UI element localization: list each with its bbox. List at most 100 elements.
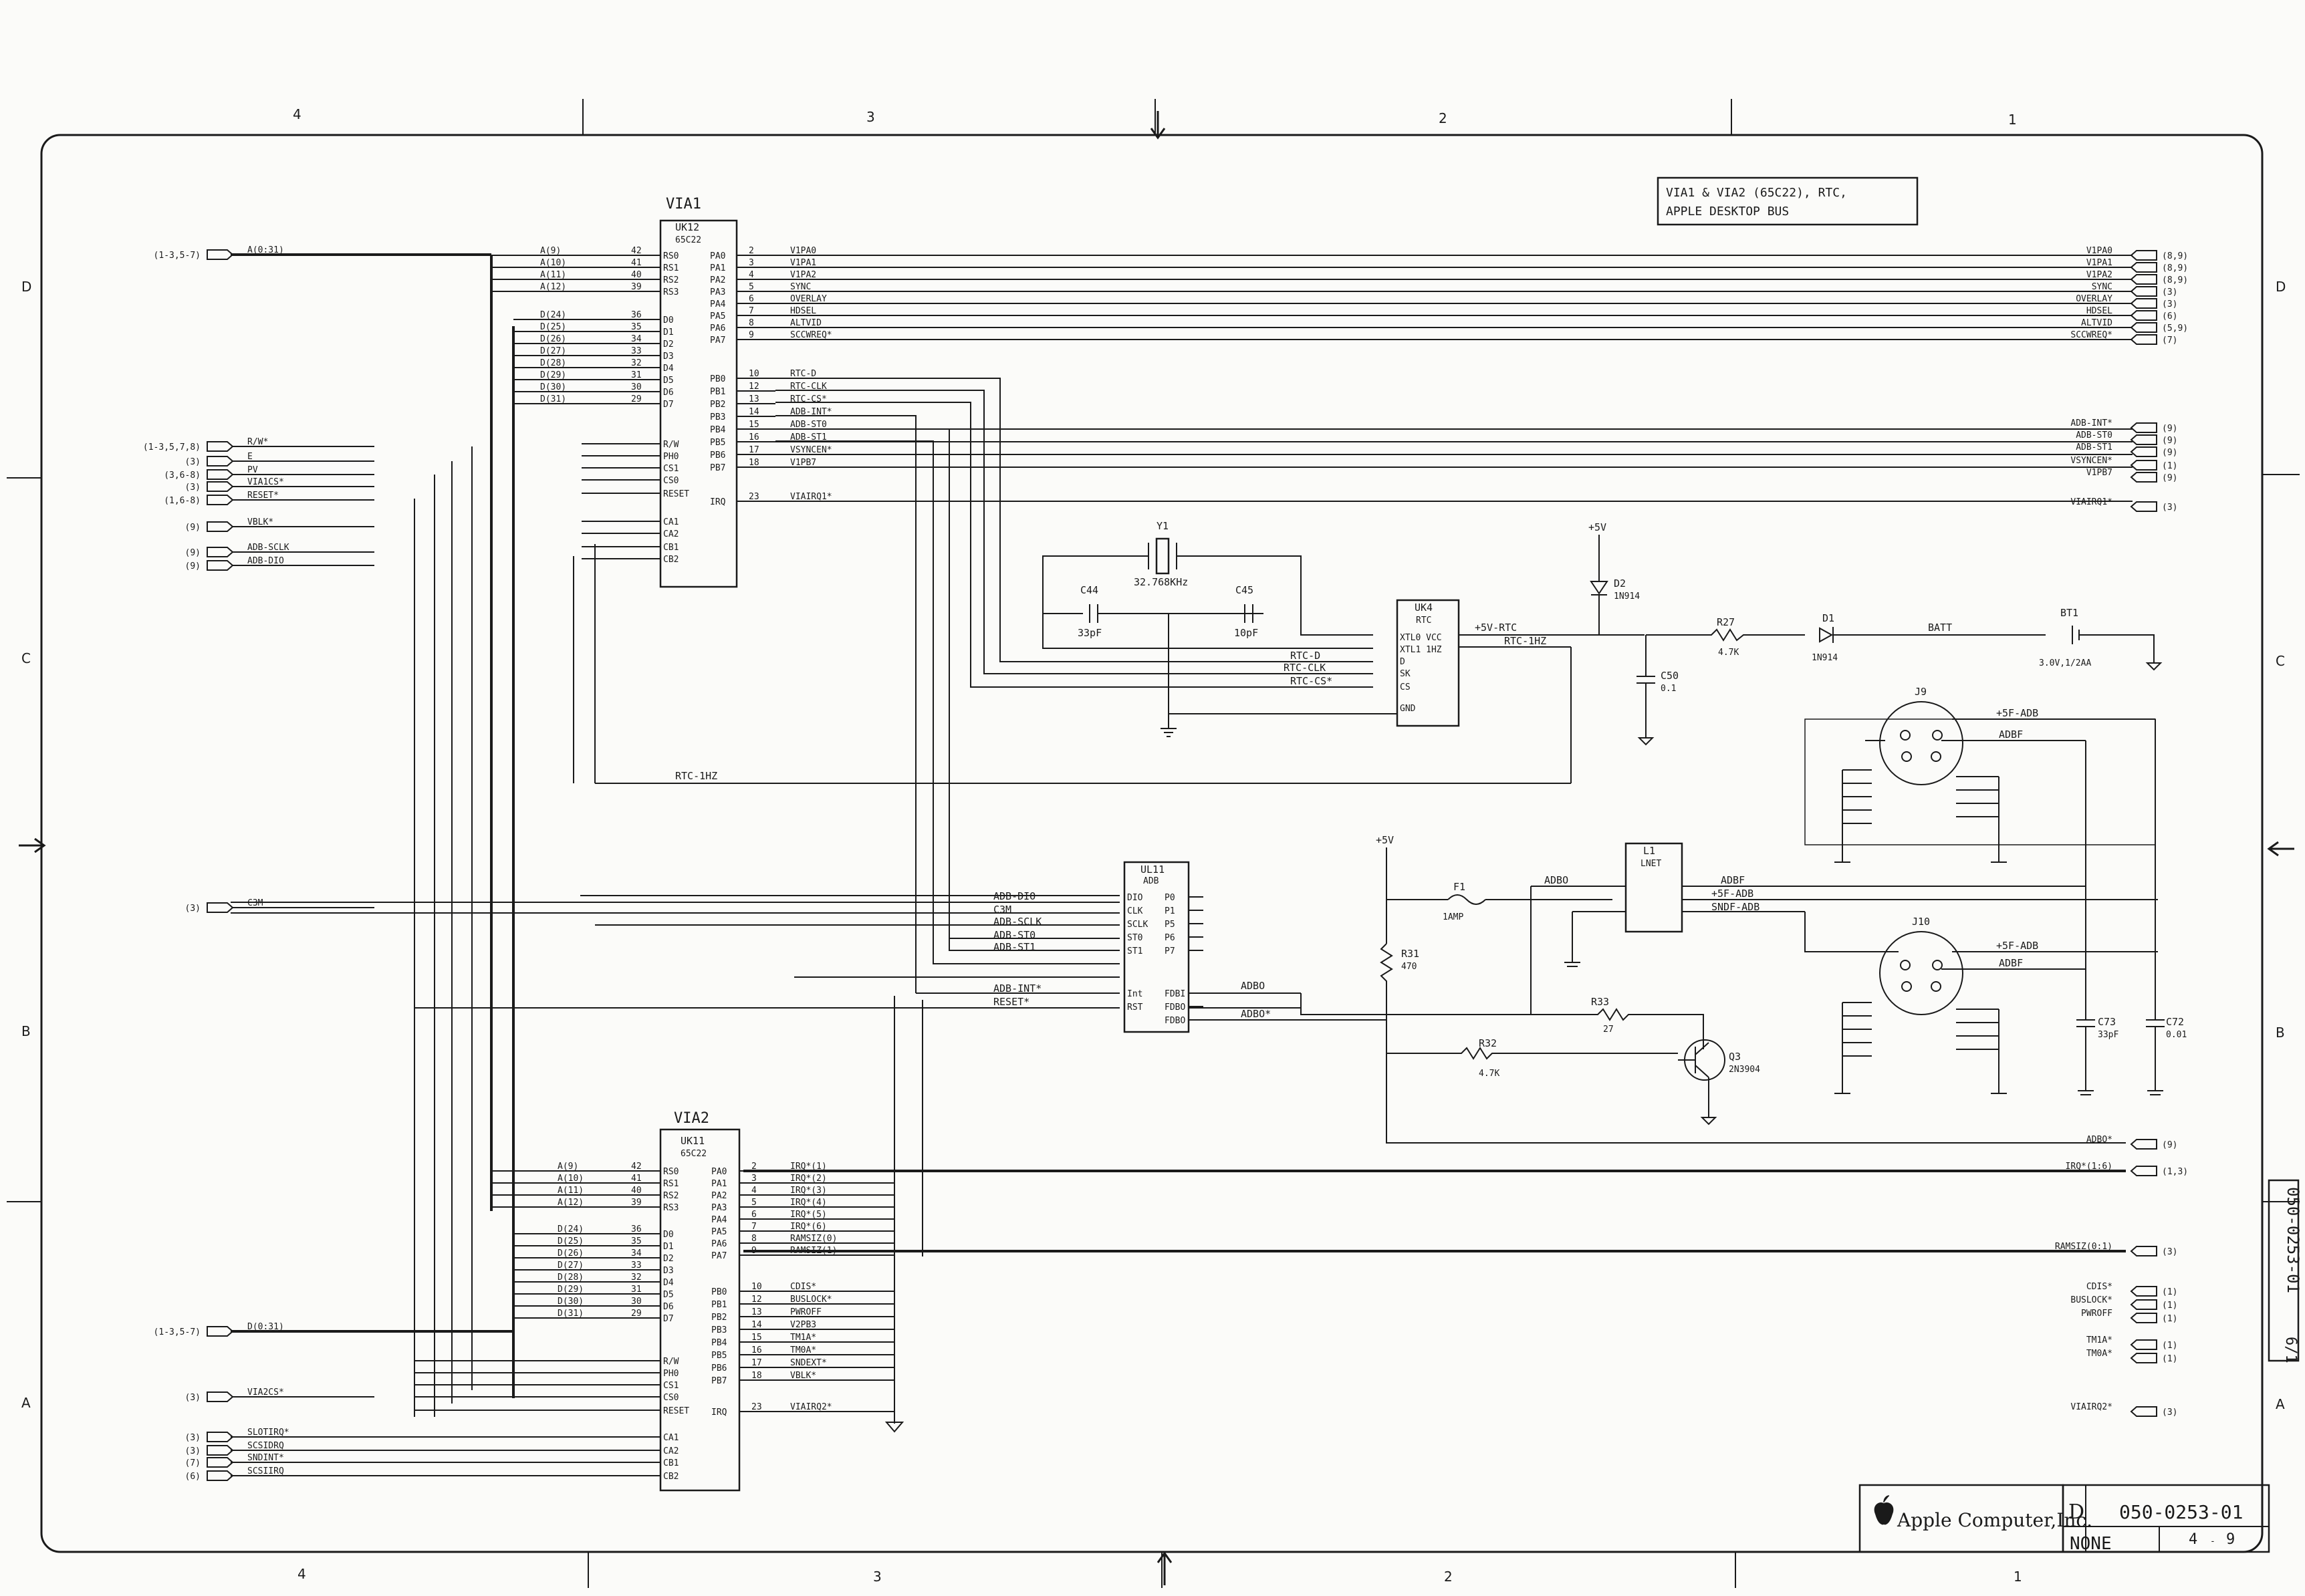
via1-right-net: VSYNCEN* (790, 445, 832, 455)
via2-right-net: SNDEXT* (790, 1358, 827, 1368)
via1-rpinnum: 3 (749, 258, 754, 268)
offpage-left-flag (207, 1326, 234, 1337)
offpage-right-flag (2130, 422, 2157, 433)
offpage-left-ref: (3,6-8) (164, 471, 201, 481)
via1-rpinnum: 12 (749, 382, 759, 392)
l1-value: LNET (1641, 859, 1661, 869)
zone-labels: 4 3 2 1 4 3 2 1 D C B A D C B A (21, 106, 2286, 1585)
via2-ctrl-reset: RESET (663, 1406, 689, 1416)
via2-right-net: IRQ*(2) (790, 1174, 827, 1184)
via2-ctrl-ph0: PH0 (663, 1369, 679, 1379)
via1-pin-rs0: RS0 (663, 251, 679, 261)
offpage-right-ref: (3) (2162, 299, 2177, 309)
net-5f-adb: +5F-ADB (1711, 888, 1753, 900)
offpage-right-flag (2130, 250, 2157, 261)
offpage-right-flag (2130, 1313, 2157, 1323)
bus-wiring (231, 253, 2126, 1433)
via2-pin-pb2: PB2 (711, 1313, 727, 1323)
via2-rpinnum: 7 (751, 1222, 757, 1232)
y1-value: 32.768KHz (1134, 576, 1188, 588)
r33-ref: R33 (1591, 996, 1609, 1008)
offpage-left-net: PV (247, 465, 258, 475)
via2-pin-d1: D1 (663, 1242, 674, 1252)
j9-net-adbf: ADBF (1999, 728, 2023, 741)
via1-right-net: ADB-ST0 (790, 420, 827, 430)
ul11-pin-st0: ST0 (1127, 933, 1142, 943)
ul11-adb-body (1123, 861, 1190, 1033)
via2-ctrl-cs1: CS1 (663, 1381, 679, 1391)
via1-left-pins: RS042A(9)RS141A(10)RS240A(11)RS339A(12)D… (491, 246, 689, 565)
offpage-left-flag (207, 481, 234, 492)
ul11-pin-sclk: SCLK (1127, 920, 1148, 930)
via2-ref: UK11 (681, 1135, 705, 1147)
net-sndf-adb: SNDF-ADB (1711, 901, 1760, 913)
zone-top-2: 2 (1439, 110, 1447, 126)
offpage-right-net: VIAIRQ2* (2070, 1402, 2112, 1412)
zone-right-b: B (2276, 1025, 2285, 1041)
via1-right-net: VIAIRQ1* (790, 492, 832, 502)
via1-ctrl-cb1: CB1 (663, 543, 679, 553)
c72-ref: C72 (2166, 1016, 2184, 1028)
via1-right-net: ADB-INT* (790, 407, 832, 417)
adb-connectors: J9 +5F-ADB ADBF J10 +5F-ADB ADB (1804, 686, 2187, 1095)
offpage-left-ref: (3) (185, 483, 201, 493)
via1-pinnum: 34 (631, 334, 642, 344)
via2-rpinnum: 6 (751, 1210, 757, 1220)
via2-pin-d0: D0 (663, 1230, 674, 1240)
via2-left-net: D(30) (558, 1297, 584, 1307)
offpage-left-net: SCSIIRQ (247, 1466, 284, 1476)
zone-left-b: B (21, 1023, 31, 1039)
via2-right-net: V2PB3 (790, 1320, 816, 1330)
bt1-value: 3.0V,1/2AA (2039, 658, 2091, 668)
offpage-left-net: RESET* (247, 491, 279, 501)
offpage-left-flag (207, 1470, 234, 1481)
ul11-pin-fdbo: FDBO (1165, 1003, 1185, 1013)
via2-left-pins: RS042A(9)RS141A(10)RS240A(11)RS339A(12)D… (231, 1162, 689, 1482)
via2-rpinnum: 18 (751, 1371, 762, 1381)
via2-pinnum: 33 (631, 1260, 642, 1271)
zone-right-a: A (2276, 1396, 2285, 1412)
offpage-right-flag (2130, 460, 2157, 471)
d2-ref: D2 (1614, 577, 1626, 589)
zone-left-a: A (21, 1395, 31, 1411)
offpage-right-ref: (9) (2162, 424, 2177, 434)
via1-pinnum: 41 (631, 258, 642, 268)
j10-net-adbf: ADBF (1999, 957, 2023, 969)
c44-ref: C44 (1080, 584, 1098, 596)
offpage-left-flag (207, 547, 234, 557)
via2-left-net: D(29) (558, 1285, 584, 1295)
net-batt: BATT (1928, 622, 1952, 634)
offpage-right-ref: (6) (2162, 311, 2177, 321)
offpage-right-flag (2130, 1166, 2157, 1176)
via2-right-net: IRQ*(6) (790, 1222, 827, 1232)
via2-pinnum: 31 (631, 1285, 642, 1295)
via1-right-net: ADB-ST1 (790, 432, 827, 442)
ul11-pins: DIOCLKSCLKST0ST1IntRSTP0P1P5P6P7FDBIFDBO… (1127, 893, 1203, 1026)
via2-pinnum: 29 (631, 1309, 642, 1319)
j10-net-5f: +5F-ADB (1996, 940, 2038, 952)
r27-ref: R27 (1717, 616, 1735, 628)
via2-pinnum: 30 (631, 1297, 642, 1307)
offpage-left-connectors: (1-3,5-7)A(0:31)(1-3,5,7,8)R/W*(3)E(3,6-… (143, 245, 374, 1482)
via2-pin-pb1: PB1 (711, 1300, 727, 1310)
offpage-right-ref: (3) (2162, 1408, 2177, 1418)
via1-rpinnum: 2 (749, 246, 754, 256)
offpage-right-net: V1PA0 (2086, 246, 2112, 256)
offpage-right-ref: (9) (2162, 448, 2177, 458)
offpage-right-ref: (7) (2162, 336, 2177, 346)
via1-right-net: SYNC (790, 282, 811, 292)
offpage-right-flag (2130, 298, 2157, 309)
ul11-pin-p7: P7 (1165, 946, 1175, 956)
offpage-right-net: IRQ*(1:6) (2066, 1162, 2112, 1172)
via1-pin-pa5: PA5 (710, 311, 725, 321)
offpage-right-flag (2130, 334, 2157, 345)
via1-pin-pa4: PA4 (710, 299, 726, 309)
via2-right-net: IRQ*(1) (790, 1162, 827, 1172)
offpage-left-ref: (7) (185, 1458, 201, 1468)
uk4-pin-3: D (1400, 657, 1405, 667)
via1-right-net: RTC-CLK (790, 382, 827, 392)
via2-pin-rs2: RS2 (663, 1191, 679, 1201)
via2-pin-d2: D2 (663, 1254, 674, 1264)
offpage-right-net: TM1A* (2086, 1335, 2112, 1345)
via1-pinnum: 29 (631, 394, 642, 404)
